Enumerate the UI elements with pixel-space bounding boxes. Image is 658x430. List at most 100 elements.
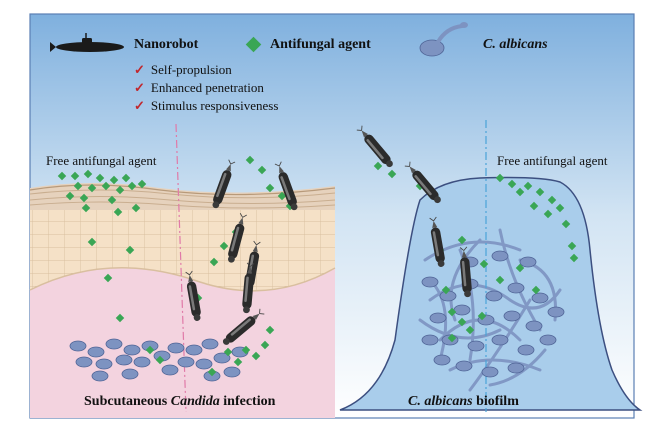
fungal-cell	[433, 354, 451, 366]
fungal-cell	[177, 356, 195, 368]
antifungal-agent	[83, 169, 93, 179]
fungal-cell	[481, 366, 499, 378]
free-agent-label-left: Free antifungal agent	[46, 153, 157, 168]
fungal-cell	[161, 364, 179, 376]
antifungal-agent	[260, 340, 270, 350]
fungal-cell	[121, 368, 139, 380]
fungal-cell	[123, 344, 141, 356]
fungal-cell	[507, 282, 525, 294]
antifungal-agent	[241, 345, 251, 355]
fungal-cell	[105, 338, 123, 350]
fungal-cell	[525, 320, 543, 332]
antifungal-agent	[277, 191, 287, 201]
antifungal-agent	[233, 357, 243, 367]
antifungal-agent	[101, 181, 111, 191]
fungal-cell	[507, 362, 525, 374]
antifungal-agent	[531, 285, 541, 295]
legend-albicans: C. albicans	[483, 37, 548, 52]
fungal-cell	[519, 256, 537, 268]
antifungal-agent	[137, 179, 147, 189]
antifungal-agent	[251, 351, 261, 361]
fungal-cell	[91, 370, 109, 382]
fungal-cell	[491, 250, 509, 262]
antifungal-agent	[265, 183, 275, 193]
antifungal-agent	[495, 275, 505, 285]
antifungal-agent	[447, 307, 457, 317]
fungal-cell	[95, 358, 113, 370]
antifungal-agent	[477, 311, 487, 321]
fungal-cell	[453, 304, 471, 316]
fungal-cell	[485, 290, 503, 302]
antifungal-agent	[265, 325, 275, 335]
submarine-icon	[50, 33, 124, 52]
antifungal-agent	[107, 195, 117, 205]
fungal-cell	[517, 344, 535, 356]
antifungal-agent	[495, 173, 505, 183]
feature-item: ✓Enhanced penetration	[134, 80, 264, 95]
antifungal-agent	[373, 161, 383, 171]
antifungal-agent	[113, 207, 123, 217]
antifungal-agent	[57, 171, 67, 181]
feature-item: ✓Stimulus responsiveness	[134, 98, 279, 113]
fungal-cell	[195, 358, 213, 370]
fungal-cell-icon	[419, 22, 468, 57]
antifungal-agent	[70, 171, 80, 181]
antifungal-agent	[115, 313, 125, 323]
antifungal-agent	[115, 185, 125, 195]
antifungal-agent	[109, 175, 119, 185]
antifungal-agent	[245, 155, 255, 165]
fungal-cell	[455, 360, 473, 372]
free-agent-label-right: Free antifungal agent	[497, 153, 608, 168]
antifungal-agent	[257, 165, 267, 175]
antifungal-agent	[515, 263, 525, 273]
fungal-cell	[421, 276, 439, 288]
caption-skin: Subcutaneous Candida infection	[84, 394, 276, 409]
antifungal-agent	[65, 191, 75, 201]
fungal-cell	[167, 342, 185, 354]
legend-nanorobot: Nanorobot	[134, 37, 199, 52]
caption-biofilm: C. albicans biofilm	[408, 394, 519, 409]
antifungal-agent	[125, 245, 135, 255]
antifungal-agent	[103, 273, 113, 283]
antifungal-agent	[387, 169, 397, 179]
antifungal-agent	[155, 355, 165, 365]
fungal-cell	[421, 334, 439, 346]
antifungal-agent	[87, 183, 97, 193]
fungal-cell	[467, 340, 485, 352]
antifungal-agent	[95, 173, 105, 183]
antifungal-agent	[207, 367, 217, 377]
antifungal-agent	[209, 257, 219, 267]
antifungal-agent	[131, 203, 141, 213]
fungal-cell	[115, 354, 133, 366]
fungal-cell	[547, 306, 565, 318]
check-icon: ✓	[134, 62, 145, 77]
antifungal-agent	[223, 347, 233, 357]
antifungal-agent	[479, 259, 489, 269]
fungal-cell	[133, 356, 151, 368]
fungal-cell	[87, 346, 105, 358]
legend-antifungal: Antifungal agent	[270, 37, 371, 52]
fungal-cell	[201, 338, 219, 350]
check-icon: ✓	[134, 98, 145, 113]
antifungal-agent	[447, 333, 457, 343]
fungal-cell	[185, 344, 203, 356]
antifungal-agent	[145, 345, 155, 355]
antifungal-agent	[457, 317, 467, 327]
antifungal-agent	[121, 173, 131, 183]
check-icon: ✓	[134, 80, 145, 95]
antifungal-agent	[87, 237, 97, 247]
fungal-cell	[531, 292, 549, 304]
fungal-cell	[75, 356, 93, 368]
antifungal-agent	[457, 235, 467, 245]
antifungal-agent	[441, 285, 451, 295]
fungal-cell	[503, 310, 521, 322]
antifungal-agent	[127, 181, 137, 191]
fungal-cell	[539, 334, 557, 346]
fungal-cell	[223, 366, 241, 378]
antifungal-agent	[465, 325, 475, 335]
fungal-cell	[69, 340, 87, 352]
antifungal-agent	[81, 203, 91, 213]
antifungal-agent	[73, 181, 83, 191]
fungal-cell	[491, 334, 509, 346]
